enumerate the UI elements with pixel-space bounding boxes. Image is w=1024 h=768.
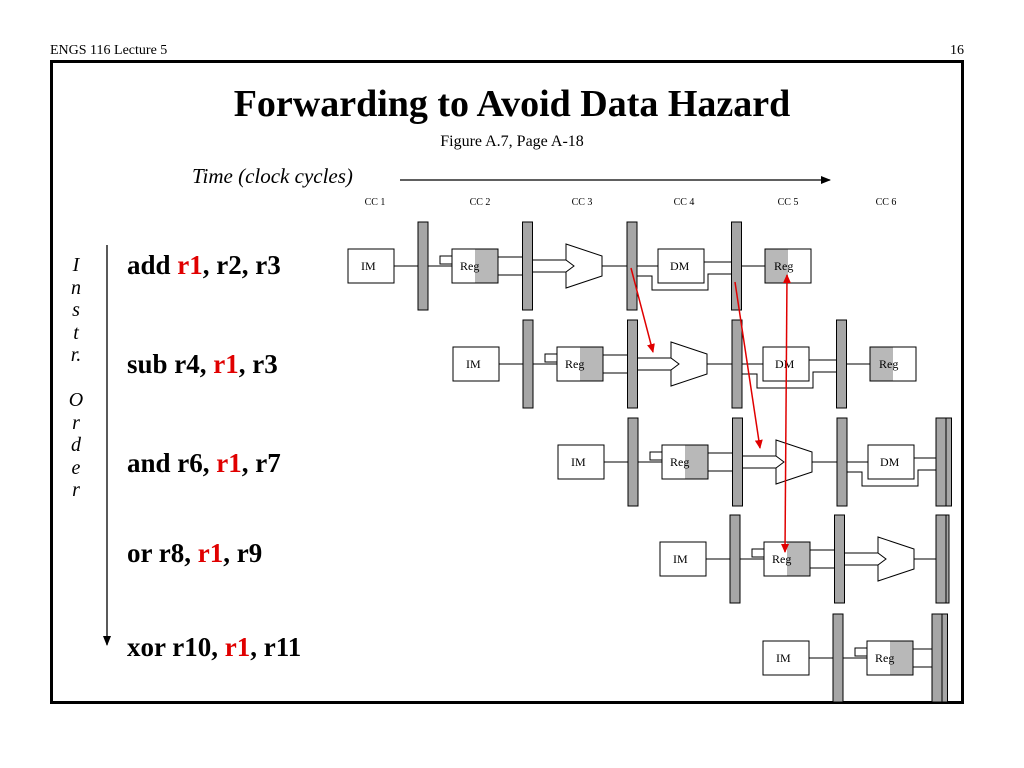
slide-header-course: ENGS 116 Lecture 5 — [50, 43, 168, 58]
register-read-shade — [685, 445, 708, 479]
wire — [532, 271, 567, 278]
cycle-label-2: CC 2 — [469, 197, 491, 208]
im-label: IM — [361, 259, 376, 273]
reg-label: Reg — [879, 357, 898, 371]
register-read-shade — [475, 249, 498, 283]
mux-small — [854, 647, 868, 657]
slide-frame — [50, 60, 964, 704]
pipeline-row-xor: IM Reg — [762, 613, 948, 703]
register-r1: r1 — [224, 632, 251, 662]
mux-small — [751, 548, 765, 558]
wire — [742, 467, 777, 474]
wire — [742, 450, 777, 457]
slide-title: Forwarding to Avoid Data Hazard — [233, 83, 791, 125]
data-memory-block — [657, 248, 705, 284]
mux-small — [649, 451, 663, 461]
reg-label: Reg — [875, 651, 894, 665]
wire — [532, 254, 567, 261]
pipeline-register — [834, 514, 845, 604]
reg-label: Reg — [772, 552, 791, 566]
mux-small — [439, 255, 453, 265]
dm-label: DM — [880, 455, 900, 469]
pipeline-register — [731, 319, 743, 409]
register-r1: r1 — [213, 349, 239, 379]
pipeline-row-add: IM Reg DM Reg — [347, 221, 812, 311]
im-label: IM — [466, 357, 481, 371]
register-read-shade — [890, 641, 913, 675]
pipeline-register — [836, 417, 848, 507]
pipeline-register — [522, 319, 534, 409]
forwarding-arrow-wb-to-or — [781, 274, 791, 553]
cycle-label-6: CC 6 — [875, 197, 897, 208]
instruction-add: add r1, r2, r3 — [127, 250, 281, 280]
wire — [844, 547, 879, 554]
register-read-shade — [787, 542, 810, 576]
wire — [637, 369, 672, 376]
wire — [847, 469, 942, 487]
alu-block — [775, 439, 813, 485]
pipeline-register — [935, 514, 947, 604]
alu-block — [670, 341, 708, 387]
instruction-memory-block — [762, 640, 810, 676]
instruction-and: and r6, r1, r7 — [127, 448, 281, 478]
wire — [637, 273, 732, 291]
register-read-shade — [580, 347, 603, 381]
forwarding-arrow-ex-to-sub — [630, 267, 655, 353]
pipeline-register — [626, 221, 638, 311]
instruction-memory-block — [347, 248, 395, 284]
alu-block — [877, 536, 915, 582]
cycle-label-3: CC 3 — [571, 197, 593, 208]
mux-small — [544, 353, 558, 363]
instruction-xor: xor r10, r1, r11 — [127, 632, 302, 662]
wire — [844, 564, 879, 571]
reg-label: Reg — [565, 357, 584, 371]
wire — [637, 352, 672, 359]
pipeline-register — [627, 417, 639, 507]
reg-label: Reg — [460, 259, 479, 273]
pipeline-register — [522, 221, 533, 311]
pipeline-register — [832, 613, 844, 703]
pipeline-register — [935, 417, 947, 507]
instruction-or: or r8, r1, r9 — [127, 538, 263, 568]
cycle-label-1: CC 1 — [364, 197, 386, 208]
alu-block — [565, 243, 603, 289]
im-label: IM — [776, 651, 791, 665]
pipeline-row-and: IM Reg DM — [557, 417, 952, 507]
pipeline-register — [732, 417, 743, 507]
pipeline-register — [931, 613, 943, 703]
reg-label: Reg — [670, 455, 689, 469]
data-memory-block — [867, 444, 915, 480]
cycle-label-4: CC 4 — [673, 197, 695, 208]
pipeline-register — [417, 221, 429, 311]
pipeline-register — [729, 514, 741, 604]
register-r1: r1 — [197, 538, 224, 568]
forwarding-arrow-mem-to-and — [734, 281, 763, 449]
dm-label: DM — [775, 357, 795, 371]
im-label: IM — [673, 552, 688, 566]
pipeline-row-sub: IM Reg DM Reg — [452, 319, 917, 409]
instruction-memory-block — [557, 444, 605, 480]
slide-subtitle: Figure A.7, Page A-18 — [440, 133, 584, 150]
instruction-memory-block — [452, 346, 500, 382]
im-label: IM — [571, 455, 586, 469]
pipeline-row-or: IM Reg — [659, 514, 950, 604]
pipeline-register — [627, 319, 638, 409]
dm-label: DM — [670, 259, 690, 273]
instruction-sub: sub r4, r1, r3 — [127, 349, 278, 379]
register-r1: r1 — [177, 250, 203, 280]
reg-label: Reg — [774, 259, 793, 273]
register-r1: r1 — [216, 448, 242, 478]
time-axis-label: Time (clock cycles) — [192, 164, 353, 188]
cycle-label-5: CC 5 — [777, 197, 799, 208]
pipeline-register — [836, 319, 847, 409]
slide-number: 16 — [950, 43, 964, 58]
register-write-shade — [870, 347, 893, 381]
instruction-order-label: I n s t r. O r d e r — [68, 254, 84, 501]
